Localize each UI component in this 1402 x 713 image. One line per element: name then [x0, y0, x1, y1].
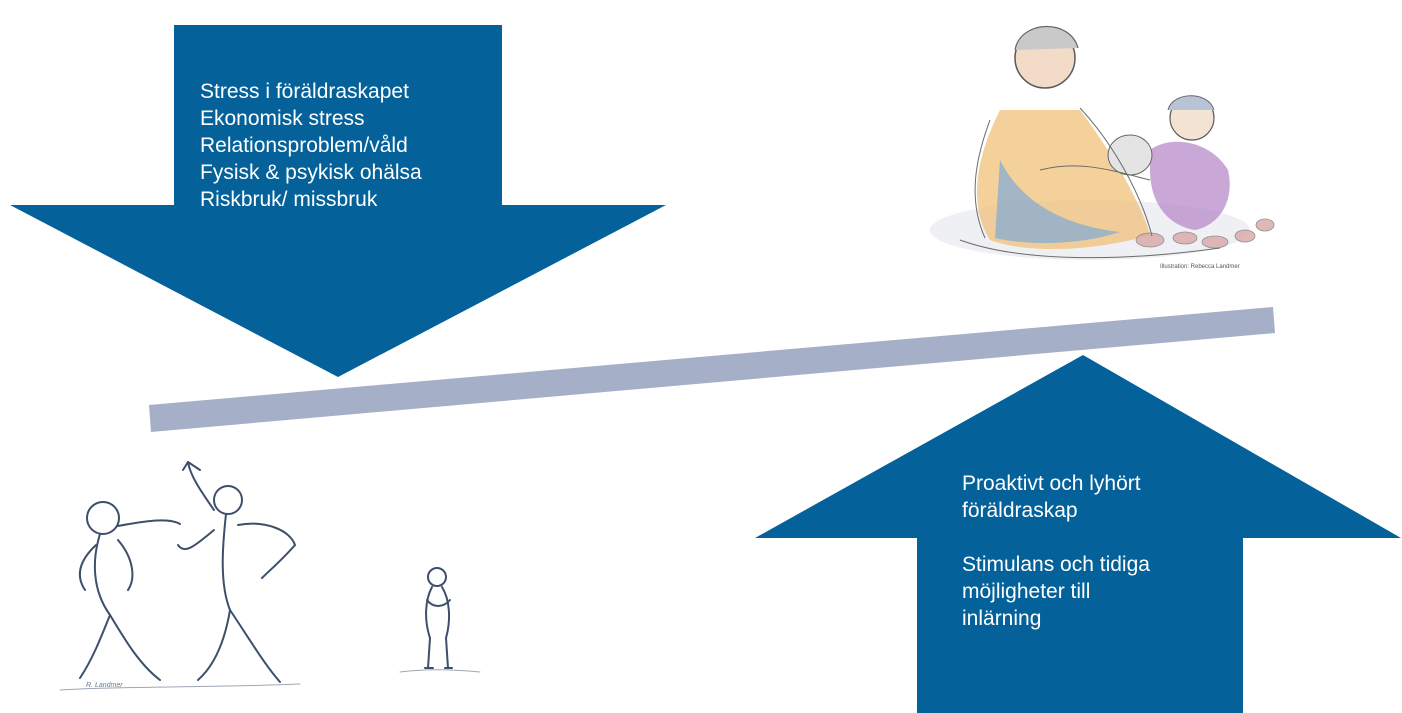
- down-arrow: [10, 25, 666, 377]
- protective-factors-text: Proaktivt och lyhört föräldraskap Stimul…: [962, 470, 1150, 632]
- protective-factor-line: möjligheter till: [962, 580, 1091, 603]
- risk-factor-line: Fysisk & psykisk ohälsa: [200, 161, 422, 184]
- risk-factor-line: Stress i föräldraskapet: [200, 80, 409, 103]
- risk-factors-text: Stress i föräldraskapet Ekonomisk stress…: [200, 78, 422, 213]
- conflict-illustration: [59, 461, 481, 691]
- protective-factor-line: föräldraskap: [962, 499, 1078, 522]
- protective-factor-line: Stimulans och tidiga: [962, 553, 1150, 576]
- up-arrow: [755, 355, 1401, 713]
- protective-factor-line: Proaktivt och lyhört: [962, 472, 1141, 495]
- risk-factor-line: Relationsproblem/våld: [200, 134, 408, 157]
- risk-factor-line: Ekonomisk stress: [200, 107, 365, 130]
- risk-factor-line: Riskbruk/ missbruk: [200, 188, 378, 211]
- protective-factor-line: inlärning: [962, 607, 1042, 630]
- illustration-credit: Illustration: Rebecca Landmer: [1160, 264, 1240, 270]
- balance-beam: [149, 307, 1275, 432]
- grandmother-child-illustration: [930, 25, 1275, 260]
- paragraph-gap: [962, 524, 1150, 551]
- illustration-signature: R. Landmer: [86, 682, 123, 689]
